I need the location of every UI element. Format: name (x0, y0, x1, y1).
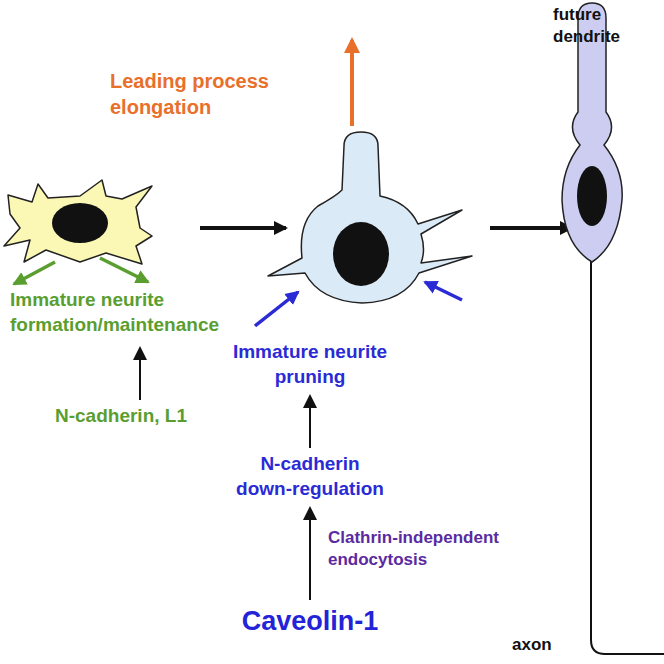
mechanism-label: Clathrin-independent endocytosis (328, 527, 500, 571)
step-arrow (490, 226, 572, 230)
pruning-arrow (255, 292, 298, 326)
nucleus (333, 222, 389, 286)
regulation-arrow (309, 396, 311, 448)
part-label: axon (512, 634, 554, 656)
process-label: Immature neurite formation/maintenance (10, 288, 166, 337)
elongation-arrow (350, 40, 354, 126)
nucleus (577, 166, 607, 226)
molecule-label: N-cadherin, L1 (55, 404, 189, 429)
process-label: Immature neurite pruning (217, 340, 403, 389)
step-arrow (200, 226, 286, 230)
pruning-arrow (425, 282, 462, 300)
regulation-arrow (309, 508, 311, 600)
growth-arrow (14, 262, 55, 284)
multipolar-cell (4, 180, 152, 264)
molecule-label: Caveolin-1 (241, 604, 380, 639)
part-label: future dendrite (553, 4, 574, 48)
molecule-label: N-cadherin down-regulation (236, 452, 385, 501)
regulation-arrow (139, 348, 141, 400)
migrating-cell (268, 132, 472, 303)
growth-arrow (100, 258, 148, 282)
process-label: Leading process elongation (110, 68, 270, 120)
nucleus (52, 203, 108, 243)
axon-line (591, 260, 664, 654)
